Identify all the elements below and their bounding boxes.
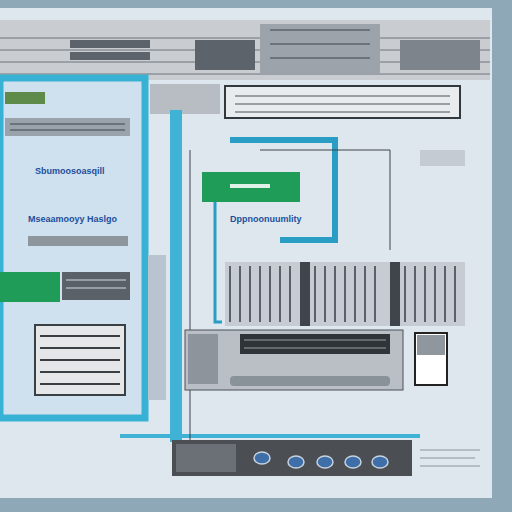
panel-label: Mseaamooyy Haslgo <box>26 214 119 226</box>
panel-label: Sbumoosoasqill <box>33 166 107 178</box>
panel-label: Dppnoonuumlity <box>228 214 304 226</box>
